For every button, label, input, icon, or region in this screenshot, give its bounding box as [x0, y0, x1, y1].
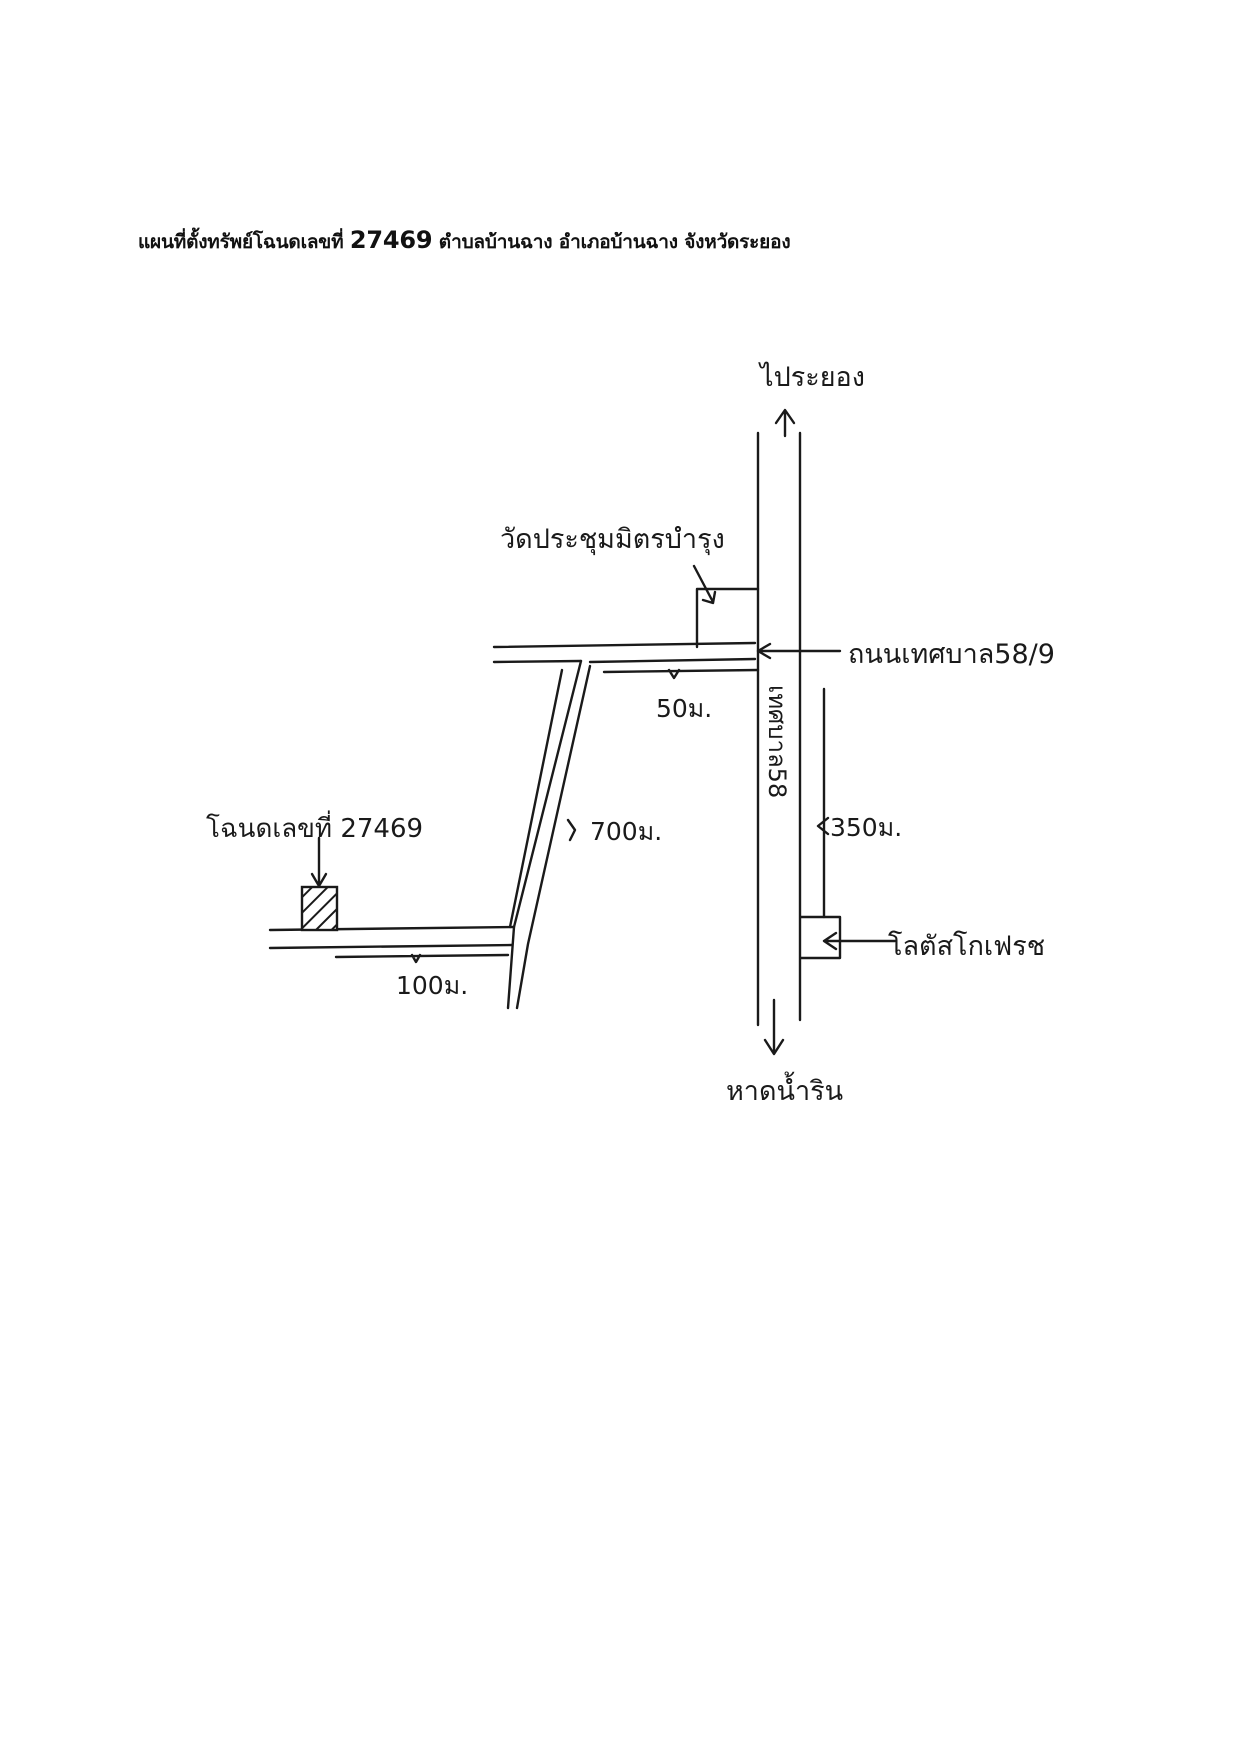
soi-road-pointer — [756, 642, 842, 660]
dist-700-label: 700ม. — [590, 817, 662, 846]
arrow-down-icon — [763, 998, 785, 1056]
diagonal-road — [506, 659, 592, 1010]
to-north-label: ไประยอง — [758, 362, 865, 393]
lotus-label: โลตัสโกเฟรช — [888, 931, 1045, 962]
title-prefix: แผนที่ตั้งทรัพย์โฉนดเลขที่ — [138, 231, 344, 253]
main-road — [756, 431, 802, 1027]
dim-100 — [334, 953, 510, 964]
temple-pointer — [692, 564, 717, 605]
dim-350 — [816, 687, 830, 919]
arrow-up-icon — [774, 408, 796, 438]
to-south-label: หาดน้ำริน — [726, 1071, 843, 1107]
soi-road — [492, 641, 757, 664]
deed-number: 27469 — [349, 226, 433, 254]
soi-road-label: ถนนเทศบาล58/9 — [848, 639, 1055, 670]
dist-100-label: 100ม. — [396, 971, 468, 1000]
map-title: แผนที่ตั้งทรัพย์โฉนดเลขที่ 27469 ตำบลบ้า… — [138, 226, 791, 257]
dim-700 — [508, 668, 577, 929]
main-road-label: เทศบาล58 — [763, 685, 791, 798]
deed-pointer — [310, 836, 328, 888]
lotus-building — [799, 915, 842, 960]
dim-50 — [602, 668, 760, 680]
dist-50-label: 50ม. — [656, 694, 712, 723]
dist-350-label: 350ม. — [830, 813, 902, 842]
lotus-pointer — [822, 931, 897, 951]
deed-label: โฉนดเลขที่ 27469 — [206, 810, 423, 844]
temple-building — [695, 587, 760, 649]
temple-label: วัดประชุมมิตรบำรุง — [500, 524, 725, 556]
deed-plot — [300, 885, 339, 932]
title-suffix: ตำบลบ้านฉาง อำเภอบ้านฉาง จังหวัดระยอง — [438, 231, 791, 253]
